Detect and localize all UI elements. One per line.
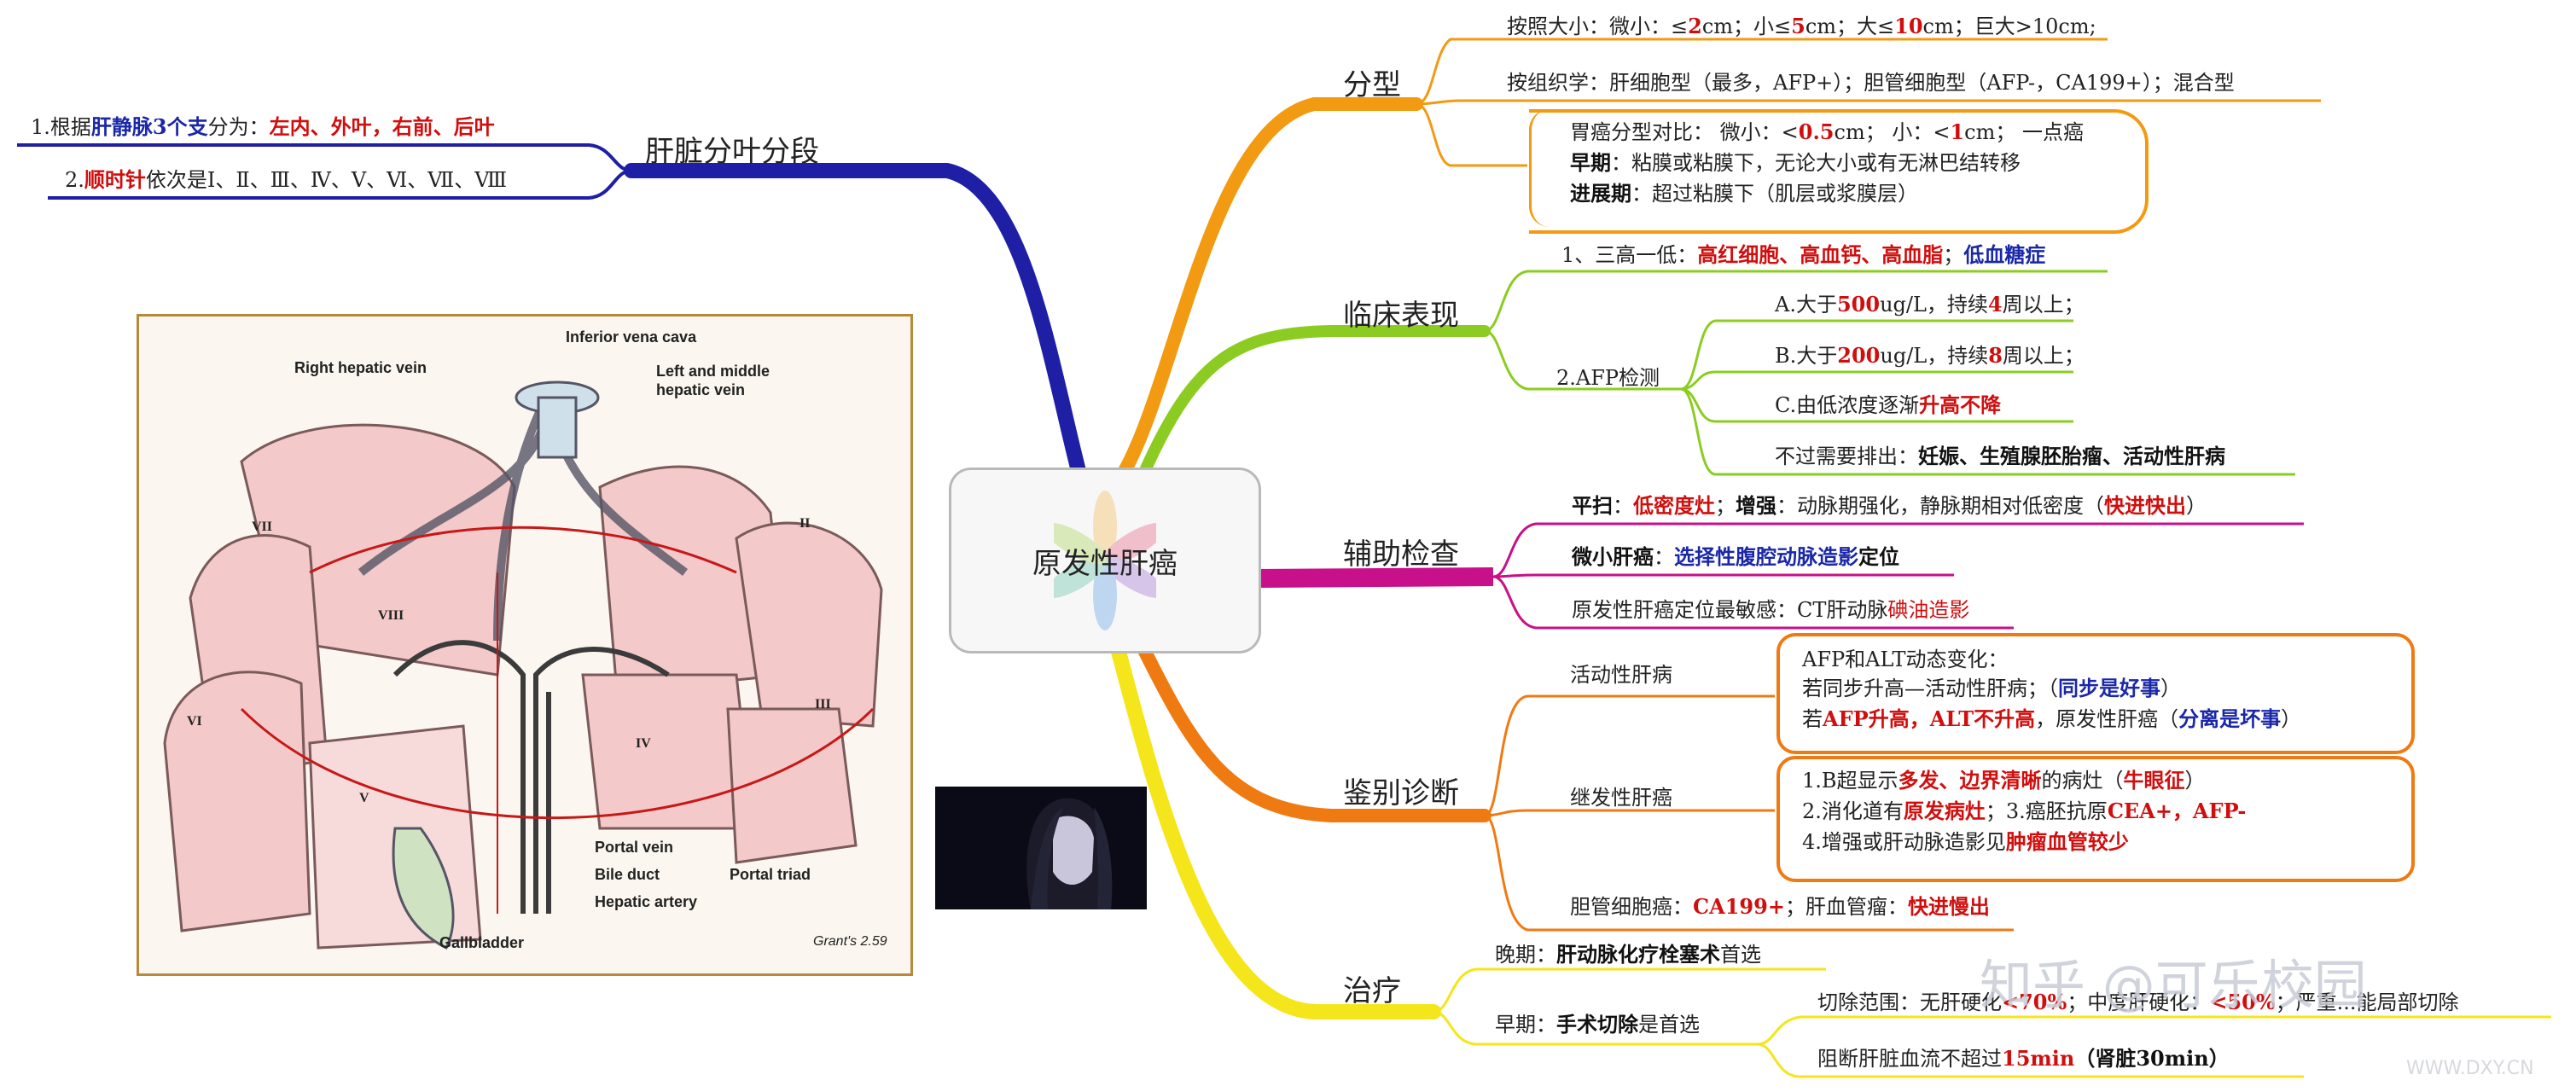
seg-viii: VIII <box>378 608 404 623</box>
liver-seg-line2[interactable]: 2.顺时针依次是Ⅰ、Ⅱ、Ⅲ、Ⅳ、Ⅴ、Ⅵ、Ⅶ、Ⅷ <box>65 167 508 192</box>
seg-v: V <box>359 791 369 805</box>
auxiliary-scan[interactable]: 平扫：低密度灶；增强：动脉期强化，静脉期相对低密度（快进快出） <box>1572 493 2207 518</box>
active-liver-box <box>1776 633 2415 754</box>
classification-histology[interactable]: 按组织学：肝细胞型（最多，AFP+）；胆管细胞型（AFP-，CA199+）；混合… <box>1507 71 2235 95</box>
branch-liver-segments <box>624 163 1087 482</box>
gastric-box <box>1529 109 2149 234</box>
seg-vii: VII <box>252 520 273 534</box>
label-gallbladder: Gallbladder <box>439 934 525 951</box>
label-ivc: Inferior vena cava <box>566 328 697 346</box>
clinical-three-high[interactable]: 1、三高一低：高红细胞、高血钙、高血脂；低血糖症 <box>1561 242 2046 267</box>
liver-illustration <box>163 380 883 950</box>
differential-secondary-label[interactable]: 继发性肝癌 <box>1570 786 1672 810</box>
differential-active-label[interactable]: 活动性肝病 <box>1570 663 1672 687</box>
branch-title-treatment[interactable]: 治疗 <box>1343 974 1401 1008</box>
seg-ii: II <box>800 516 811 531</box>
gastric-line1[interactable]: 胃癌分型对比： 微小：<0.5cm； 小：<1cm； 一点癌 <box>1570 119 2084 144</box>
branch-auxiliary <box>1255 567 1494 588</box>
active-line3[interactable]: 若AFP升高，ALT不升高，原发性肝癌（分离是坏事） <box>1802 706 2302 731</box>
seg-vi: VI <box>187 714 202 729</box>
center-node[interactable]: 原发性肝癌 <box>949 468 1261 653</box>
branch-clinical <box>1137 325 1491 480</box>
gastric-line2[interactable]: 早期：粘膜或粘膜下，无论大小或有无淋巴结转移 <box>1570 150 2021 175</box>
clinical-exclude[interactable]: 不过需要排出：妊娠、生殖腺胚胎瘤、活动性肝病 <box>1775 444 2225 468</box>
label-bile-duct: Bile duct <box>595 866 660 883</box>
seg-iii: III <box>815 697 831 712</box>
treatment-late[interactable]: 晚期：肝动脉化疗栓塞术首选 <box>1495 942 1761 967</box>
secondary-line2[interactable]: 2.消化道有原发病灶；3.癌胚抗原CEA+，AFP- <box>1802 799 2247 823</box>
liver-seg-line1[interactable]: 1.根据肝静脉3个支分为：左内、外叶，右前、后叶 <box>31 114 495 139</box>
label-lmhv: Left and middle hepatic vein <box>656 363 770 398</box>
secondary-liver-box <box>1776 756 2415 882</box>
zhihu-watermark: 知乎 @可乐校园 <box>1980 954 2367 1016</box>
clinical-afp-label[interactable]: 2.AFP检测 <box>1556 366 1660 390</box>
branch-treatment <box>1110 641 1441 1019</box>
secondary-line3[interactable]: 4.增强或肝动脉造影见肿瘤血管较少 <box>1802 829 2129 854</box>
branch-title-differential[interactable]: 鉴别诊断 <box>1343 776 1459 810</box>
secondary-line1[interactable]: 1.B超显示多发、边界清晰的病灶（牛眼征） <box>1802 768 2206 793</box>
treatment-block[interactable]: 阻断肝脏血流不超过15min（肾脏30min） <box>1817 1046 2230 1071</box>
clinical-afp-b[interactable]: B.大于200ug/L，持续8周以上； <box>1775 343 2085 368</box>
center-title: 原发性肝癌 <box>1032 547 1178 581</box>
label-portal-triad: Portal triad <box>730 866 811 883</box>
branch-title-liver-segments[interactable]: 肝脏分叶分段 <box>645 135 819 169</box>
classification-size[interactable]: 按照大小：微小：≤2cm；小≤5cm；大≤10cm；巨大>10cm; <box>1507 14 2096 38</box>
branch-title-clinical[interactable]: 临床表现 <box>1343 299 1459 333</box>
treatment-early[interactable]: 早期：手术切除是首选 <box>1495 1012 1700 1037</box>
gastric-line3[interactable]: 进展期：超过粘膜下（肌层或浆膜层） <box>1570 181 1918 206</box>
dxy-watermark: WWW.DXY.CN <box>2406 1058 2534 1079</box>
treatment-range[interactable]: 切除范围：无肝硬化<70%；中度肝硬化：<50%；严重...能局部切除 <box>1817 990 2459 1014</box>
branch-title-classification[interactable]: 分型 <box>1343 68 1401 102</box>
label-portal-vein: Portal vein <box>595 839 674 856</box>
clinical-afp-c[interactable]: C.由低浓度逐渐升高不降 <box>1775 392 2002 417</box>
auxiliary-sensitive[interactable]: 原发性肝癌定位最敏感：CT肝动脉碘油造影 <box>1572 598 1970 622</box>
avatar-thumbnail <box>935 787 1147 909</box>
differential-cholangio[interactable]: 胆管细胞癌：CA199+；肝血管瘤：快进慢出 <box>1570 894 1990 919</box>
seg-iv: IV <box>636 736 651 751</box>
label-credit: Grant's 2.59 <box>813 934 887 949</box>
gastric-box-left <box>1529 109 1557 227</box>
branch-classification <box>1118 97 1423 478</box>
label-hepatic-artery: Hepatic artery <box>595 893 698 910</box>
active-line2[interactable]: 若同步升高—活动性肝病；（同步是好事） <box>1802 676 2181 700</box>
liver-anatomy-figure: Inferior vena cava Right hepatic vein Le… <box>137 314 913 976</box>
clinical-afp-a[interactable]: A.大于500ug/L，持续4周以上； <box>1775 292 2085 317</box>
label-rhv: Right hepatic vein <box>294 359 427 376</box>
active-line1[interactable]: AFP和ALT动态变化： <box>1802 648 2009 671</box>
branch-differential <box>1137 642 1492 822</box>
pinwheel-icon <box>1054 491 1156 630</box>
auxiliary-small[interactable]: 微小肝癌：选择性腹腔动脉造影定位 <box>1572 544 1899 569</box>
branch-title-auxiliary[interactable]: 辅助检查 <box>1343 537 1459 572</box>
